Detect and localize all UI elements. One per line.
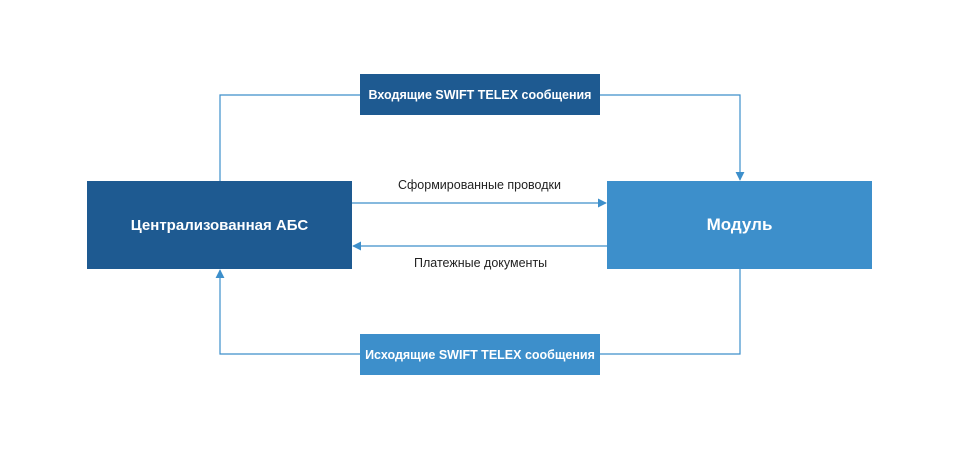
- outgoing-messages-box: Исходящие SWIFT TELEX сообщения: [360, 334, 600, 375]
- module-label: Модуль: [706, 215, 773, 234]
- payments-edge-label: Платежные документы: [414, 256, 548, 270]
- outgoing-messages-label: Исходящие SWIFT TELEX сообщения: [365, 347, 595, 362]
- module-box: Модуль: [607, 181, 872, 269]
- centralized-abs-box: Централизованная АБС: [87, 181, 352, 269]
- centralized-abs-label: Централизованная АБС: [130, 216, 309, 234]
- postings-edge-label: Сформированные проводки: [398, 178, 561, 192]
- incoming-messages-box: Входящие SWIFT TELEX сообщения: [360, 74, 600, 115]
- incoming-messages-label: Входящие SWIFT TELEX сообщения: [368, 87, 592, 102]
